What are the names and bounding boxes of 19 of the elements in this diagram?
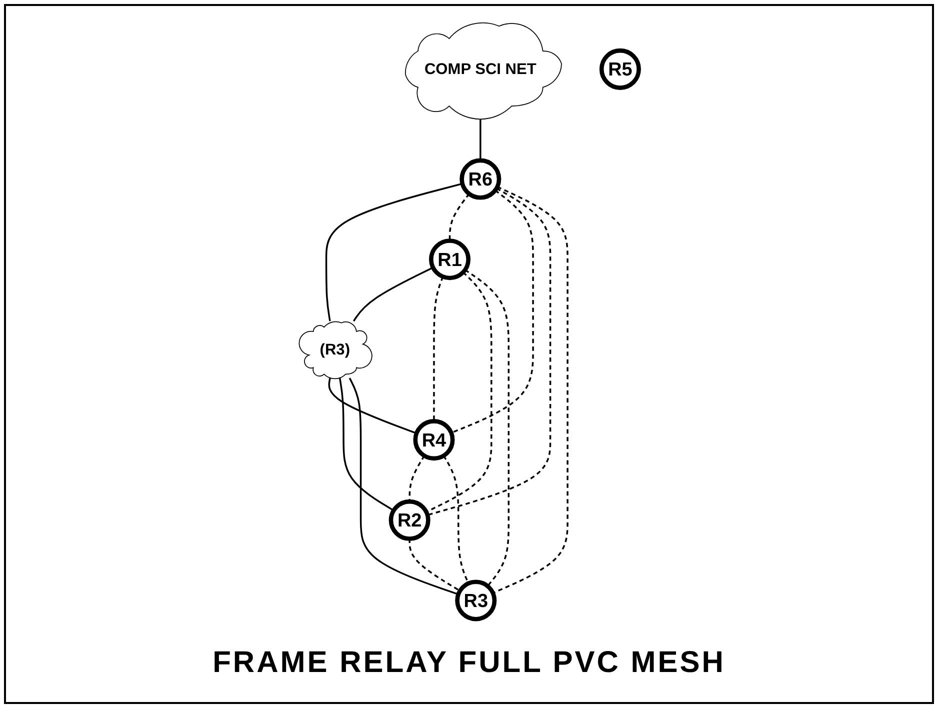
connector [348,378,459,596]
connector [433,276,444,422]
connector [480,117,482,160]
node-circle: R2 [388,499,430,541]
connector [338,378,394,512]
node-circle: R1 [428,238,470,280]
node-circle: R3 [455,580,497,622]
node-circle: R4 [413,419,455,461]
node-circle: R6 [460,158,502,200]
connector [450,190,534,434]
connector [408,455,426,502]
node-circle: R5 [599,48,641,90]
diagram-title: FRAME RELAY FULL PVC MESH [212,646,726,680]
connector [448,193,470,241]
connector [325,182,463,322]
connector [328,378,417,434]
connector [352,266,434,322]
connector [408,538,460,592]
connector [464,269,510,587]
